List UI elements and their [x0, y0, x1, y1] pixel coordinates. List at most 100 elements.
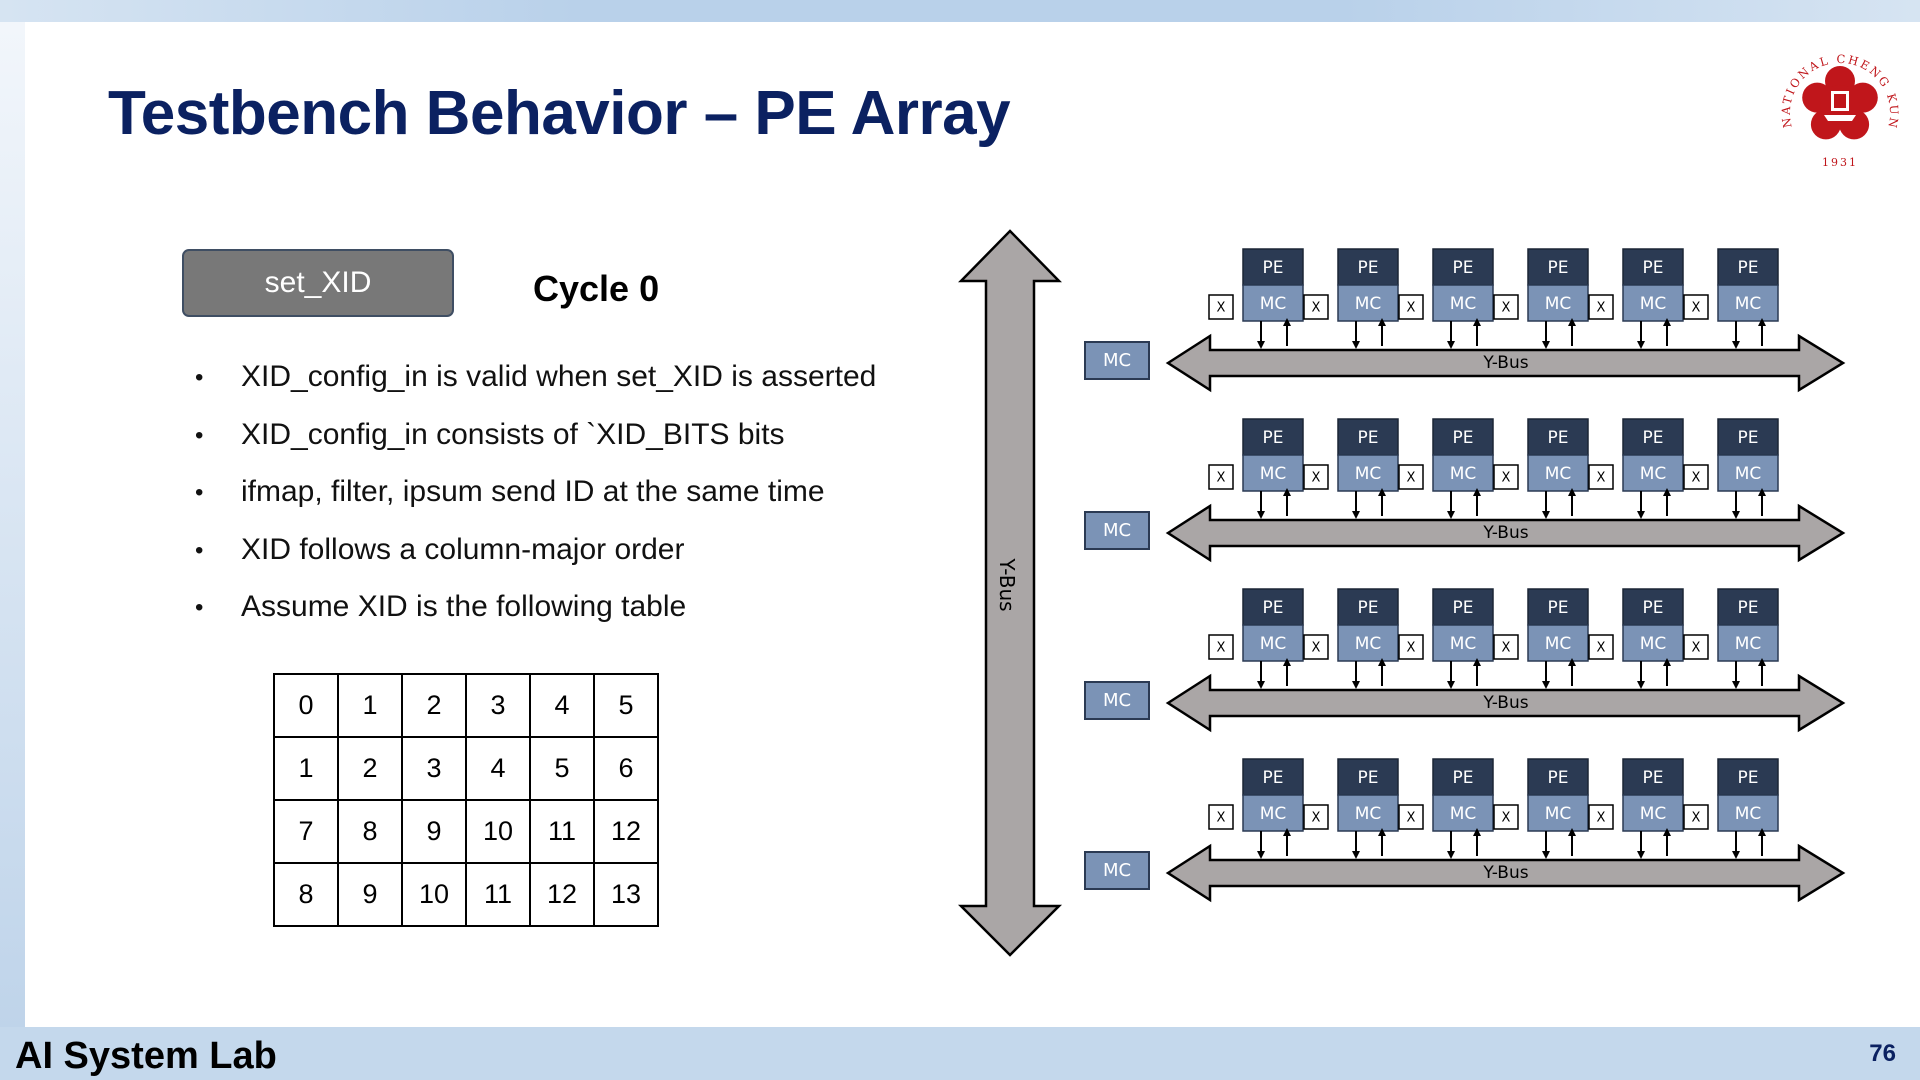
row-mc-label: MC	[1103, 690, 1131, 711]
pe-box	[1242, 418, 1304, 456]
x-box-label: X	[1597, 811, 1606, 826]
pe-box	[1717, 588, 1779, 626]
x-box	[1683, 634, 1709, 660]
mc-box	[1622, 794, 1684, 832]
pe-label: PE	[1738, 258, 1759, 278]
x-box	[1493, 634, 1519, 660]
x-box-label: X	[1502, 301, 1511, 316]
pe-label: PE	[1643, 768, 1664, 788]
row-mc-label: MC	[1103, 860, 1131, 881]
mc-box	[1622, 284, 1684, 322]
mc-box	[1717, 284, 1779, 322]
table-cell: 3	[401, 736, 467, 801]
mc-label: MC	[1260, 464, 1287, 484]
pe-box	[1622, 588, 1684, 626]
table-cell: 6	[593, 736, 659, 801]
mc-box	[1242, 284, 1304, 322]
x-box-label: X	[1692, 811, 1701, 826]
x-box-label: X	[1407, 301, 1416, 316]
table-cell: 5	[529, 736, 595, 801]
x-box	[1493, 464, 1519, 490]
pe-label: PE	[1738, 428, 1759, 448]
mc-box	[1622, 454, 1684, 492]
pe-box	[1337, 418, 1399, 456]
set-xid-button[interactable]: set_XID	[182, 249, 454, 317]
table-cell: 12	[593, 799, 659, 864]
mc-label: MC	[1355, 804, 1382, 824]
mc-label: MC	[1355, 294, 1382, 314]
mc-box	[1337, 454, 1399, 492]
mc-label: MC	[1735, 294, 1762, 314]
table-cell: 3	[465, 673, 531, 738]
pe-label: PE	[1358, 258, 1379, 278]
bullet-item: XID follows a column-major order	[195, 533, 876, 591]
pe-label: PE	[1358, 768, 1379, 788]
table-cell: 12	[529, 862, 595, 927]
xid-table: 0 1 2 3 4 5 1 2 3 4 5 6 7 8 9 10 11 12 8…	[273, 673, 659, 927]
pe-label: PE	[1643, 258, 1664, 278]
pe-label: PE	[1358, 428, 1379, 448]
row-mc-label: MC	[1103, 520, 1131, 541]
table-row: 0 1 2 3 4 5	[273, 673, 659, 738]
x-box-label: X	[1217, 811, 1226, 826]
x-box	[1208, 804, 1234, 830]
mc-box	[1717, 624, 1779, 662]
x-box	[1683, 464, 1709, 490]
x-box-label: X	[1692, 641, 1701, 656]
x-box-label: X	[1502, 471, 1511, 486]
table-cell: 1	[337, 673, 403, 738]
x-box	[1588, 804, 1614, 830]
x-box-label: X	[1597, 471, 1606, 486]
row-y-bus-label: Y-Bus	[1482, 353, 1528, 373]
row-mc-box	[1084, 341, 1150, 380]
pe-box	[1622, 758, 1684, 796]
row-y-bus	[1165, 333, 1846, 393]
pe-box	[1242, 588, 1304, 626]
x-box	[1303, 804, 1329, 830]
logo-year: 1931	[1822, 156, 1858, 169]
pe-label: PE	[1548, 258, 1569, 278]
mc-label: MC	[1450, 634, 1477, 654]
table-cell: 4	[529, 673, 595, 738]
slide-title: Testbench Behavior – PE Array	[108, 79, 1011, 148]
mc-box	[1527, 284, 1589, 322]
table-cell: 11	[465, 862, 531, 927]
pe-box	[1622, 418, 1684, 456]
footer-band	[0, 1027, 1920, 1080]
mc-label: MC	[1545, 464, 1572, 484]
x-box	[1588, 294, 1614, 320]
row-y-bus-label: Y-Bus	[1482, 523, 1528, 543]
x-box-label: X	[1312, 641, 1321, 656]
x-box-label: X	[1407, 811, 1416, 826]
x-box	[1588, 634, 1614, 660]
mc-label: MC	[1735, 804, 1762, 824]
pe-box	[1527, 588, 1589, 626]
table-cell: 2	[337, 736, 403, 801]
mc-label: MC	[1355, 634, 1382, 654]
mc-label: MC	[1260, 804, 1287, 824]
cycle-label: Cycle 0	[533, 268, 660, 309]
mc-label: MC	[1640, 634, 1667, 654]
pe-label: PE	[1358, 598, 1379, 618]
x-box-label: X	[1312, 471, 1321, 486]
pe-box	[1622, 248, 1684, 286]
mc-label: MC	[1640, 294, 1667, 314]
mc-label: MC	[1545, 634, 1572, 654]
table-cell: 10	[401, 862, 467, 927]
x-box-label: X	[1312, 811, 1321, 826]
table-cell: 4	[465, 736, 531, 801]
mc-box	[1622, 624, 1684, 662]
row-mc-label: MC	[1103, 350, 1131, 371]
mc-box	[1432, 284, 1494, 322]
pe-label: PE	[1263, 598, 1284, 618]
left-band	[0, 22, 25, 1027]
x-box	[1303, 294, 1329, 320]
x-box	[1493, 294, 1519, 320]
x-box-label: X	[1502, 641, 1511, 656]
university-logo: NATIONAL CHENG KUNG UNIVERSITY 1931	[1770, 35, 1899, 169]
row-y-bus-label: Y-Bus	[1482, 863, 1528, 883]
x-box-label: X	[1407, 641, 1416, 656]
x-box-label: X	[1407, 471, 1416, 486]
table-cell: 9	[401, 799, 467, 864]
